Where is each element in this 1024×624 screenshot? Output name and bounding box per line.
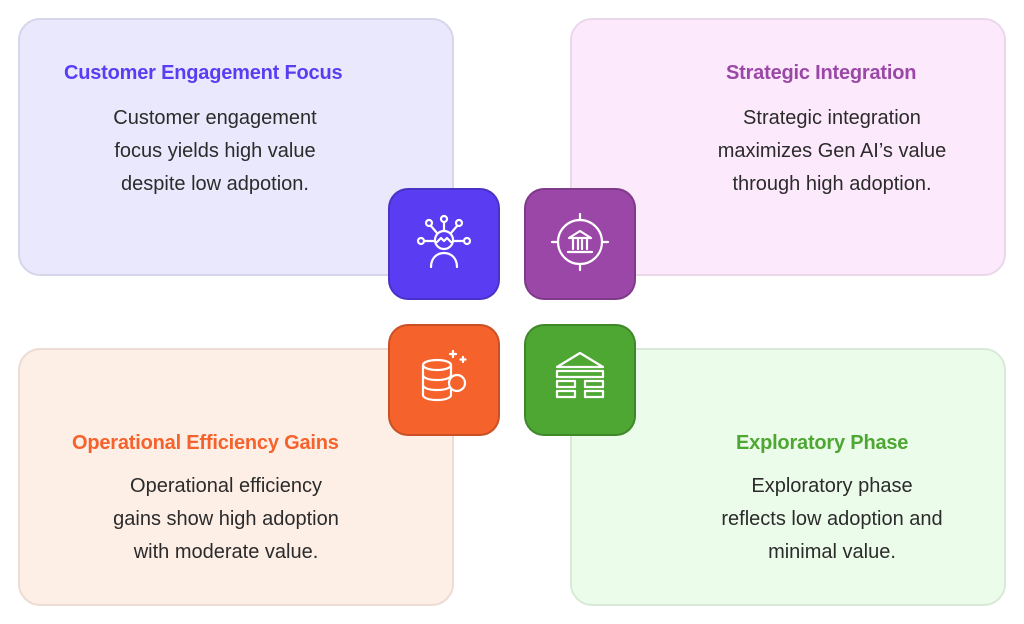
operational-efficiency-title: Operational Efficiency Gains — [72, 432, 339, 454]
exploratory-phase-card: Exploratory Phase Exploratory phase refl… — [570, 348, 1006, 606]
strategic-integration-tile — [524, 188, 636, 300]
operational-efficiency-text: Operational efficiency gains show high a… — [113, 475, 339, 563]
exploratory-phase-tile — [524, 324, 636, 436]
customer-engagement-text: Customer engagement focus yields high va… — [113, 107, 317, 195]
exploratory-phase-text: Exploratory phase reflects low adoption … — [721, 475, 943, 563]
operational-efficiency-card: Operational Efficiency Gains Operational… — [18, 348, 454, 606]
customer-network-icon — [409, 207, 479, 282]
customer-engagement-card: Customer Engagement Focus Customer engag… — [18, 18, 454, 276]
exploratory-phase-title: Exploratory Phase — [736, 432, 909, 454]
operational-efficiency-tile — [388, 324, 500, 436]
customer-engagement-title: Customer Engagement Focus — [64, 62, 343, 84]
structure-blocks-icon — [545, 343, 615, 418]
customer-engagement-tile — [388, 188, 500, 300]
strategic-integration-title: Strategic Integration — [726, 62, 917, 84]
strategic-integration-card: Strategic Integration Strategic integrat… — [570, 18, 1006, 276]
bank-target-icon — [545, 207, 615, 282]
database-sparkle-icon — [409, 343, 479, 418]
strategic-integration-text: Strategic integration maximizes Gen AI’s… — [717, 107, 947, 195]
